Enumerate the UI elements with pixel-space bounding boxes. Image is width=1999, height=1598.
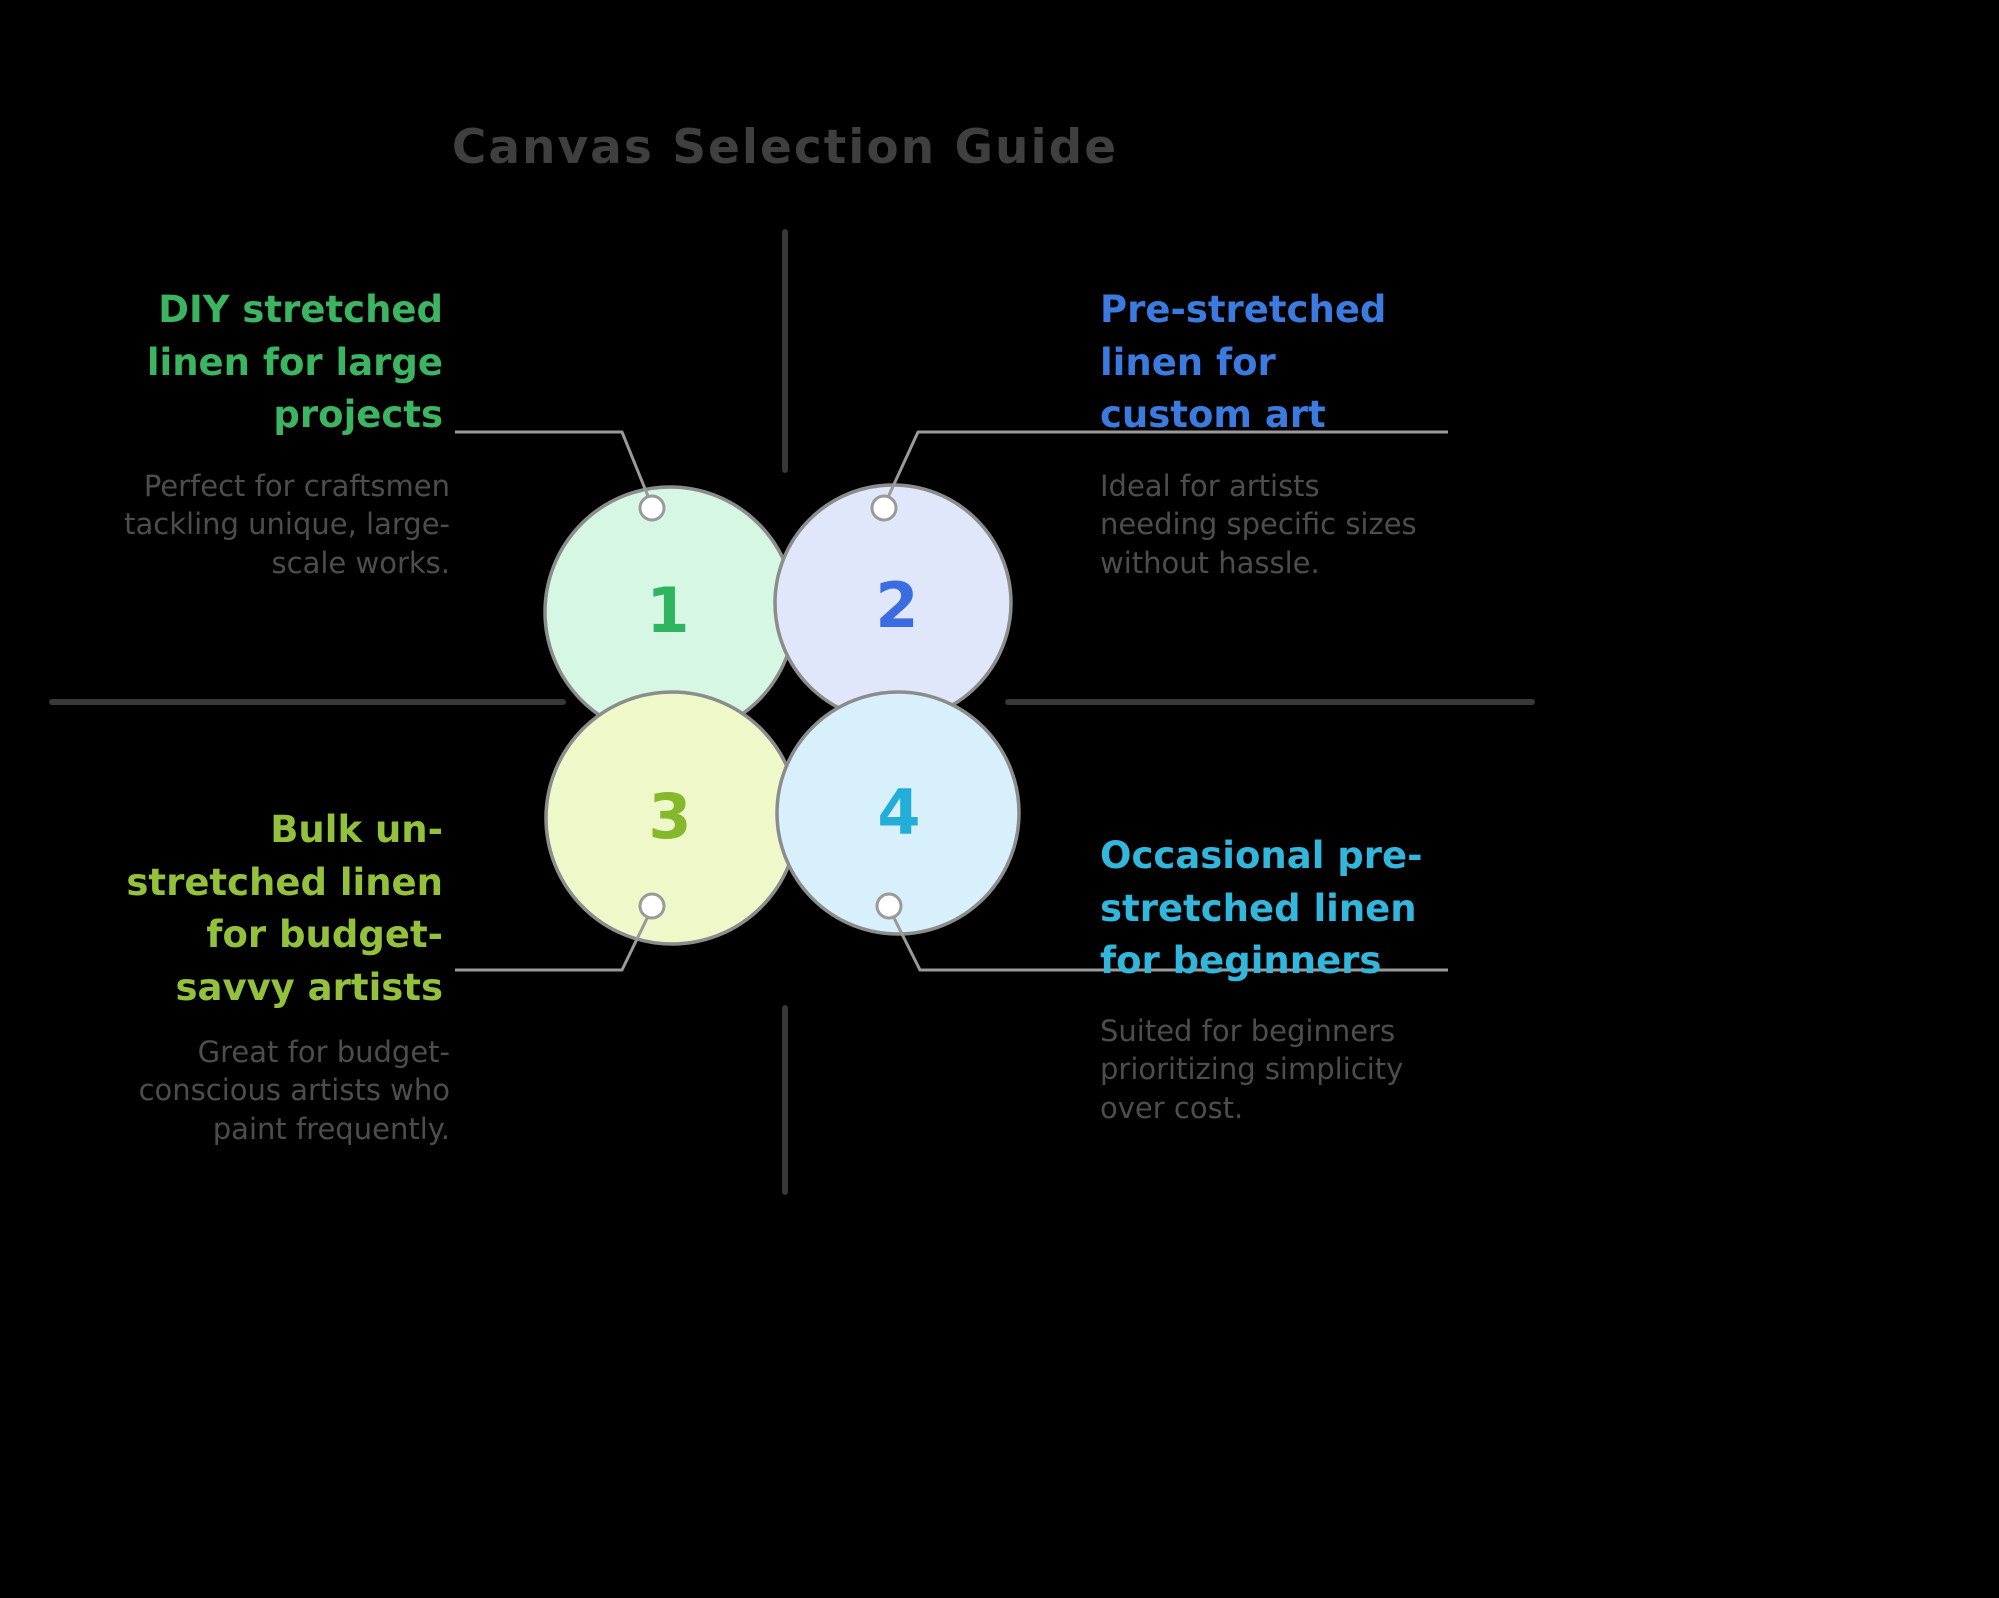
- quadrant-4-heading: Occasional pre- stretched linen for begi…: [1100, 834, 1423, 983]
- quadrant-3-heading: Bulk un- stretched linen for budget- sav…: [126, 808, 443, 1009]
- quadrant-1-body: Perfect for craftsmen tackling unique, l…: [124, 469, 450, 580]
- quadrant-2-body: Ideal for artists needing specific sizes…: [1100, 469, 1417, 580]
- connector-quadrant-2: [882, 430, 1448, 507]
- circle-3-number: 3: [648, 780, 691, 853]
- anchor-ring-2: [870, 494, 898, 522]
- circle-1-number: 1: [646, 574, 689, 647]
- anchor-ring-1: [638, 494, 666, 522]
- anchor-ring-4: [875, 892, 903, 920]
- connector-quadrant-3: [455, 907, 654, 972]
- quadrant-1-heading: DIY stretched linen for large projects: [146, 288, 443, 437]
- circle-4-number: 4: [877, 776, 920, 849]
- quadrant-4-body: Suited for beginners prioritizing simpli…: [1100, 1014, 1404, 1125]
- circle-2-number: 2: [875, 569, 918, 642]
- quadrant-2-heading: Pre-stretched linen for custom art: [1100, 288, 1387, 437]
- connector-quadrant-4: [887, 907, 1448, 972]
- anchor-ring-3: [638, 892, 666, 920]
- circle-4: [775, 690, 1021, 936]
- connector-quadrant-1: [455, 430, 654, 507]
- diagram-title: Canvas Selection Guide: [451, 120, 1119, 175]
- quadrant-3-body: Great for budget- conscious artists who …: [138, 1035, 450, 1146]
